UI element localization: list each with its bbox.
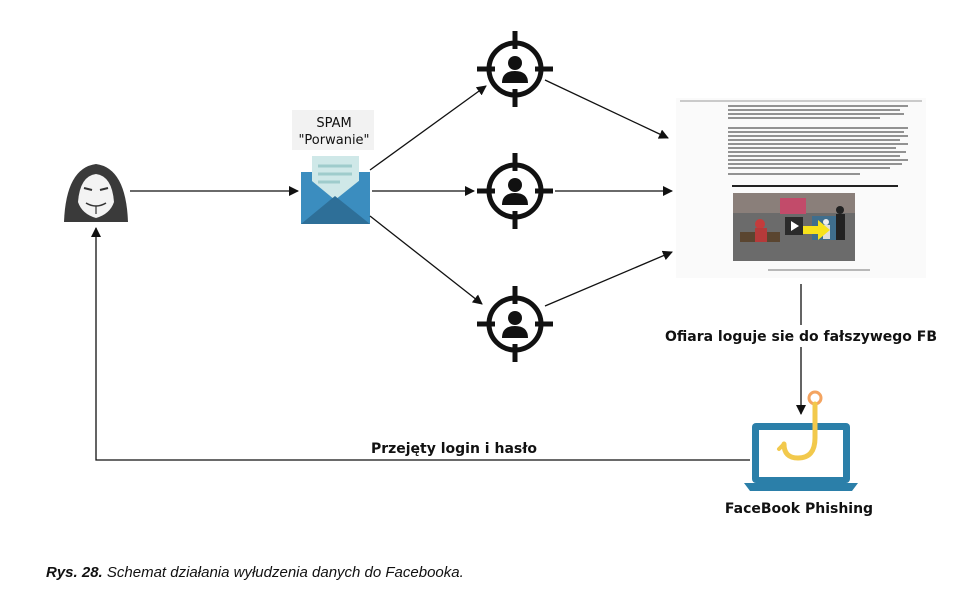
arrow-target-bottom-to-document (544, 250, 673, 307)
caption-number: Rys. 28. (46, 564, 103, 581)
phishing-label: FaceBook Phishing (725, 501, 873, 517)
stolen-credentials-label: Przejęty login i hasło (371, 441, 537, 457)
hacker-icon (64, 164, 128, 222)
arrow-spam-to-target-top (369, 85, 487, 171)
laptop-phishing-icon (744, 390, 858, 491)
caption-text: Schemat działania wyłudzenia danych do F… (106, 564, 464, 581)
fake-news-document (676, 98, 926, 278)
spam-label-line1: SPAM (316, 116, 351, 131)
arrow-target-top-to-document (544, 79, 669, 139)
arrow-credentials-to-hacker (91, 227, 750, 461)
spam-label: SPAM "Porwanie" (292, 110, 374, 150)
figure-caption: Rys. 28. Schemat działania wyłudzenia da… (46, 564, 464, 581)
arrow-spam-to-target-bottom (369, 215, 483, 305)
spam-label-line2: "Porwanie" (298, 133, 369, 148)
victim-action-label: Ofiara loguje sie do fałszywego FB (665, 329, 937, 345)
target-user-icon (477, 286, 553, 362)
envelope-icon (301, 156, 370, 224)
target-user-icon (477, 153, 553, 229)
target-user-icon (477, 31, 553, 107)
